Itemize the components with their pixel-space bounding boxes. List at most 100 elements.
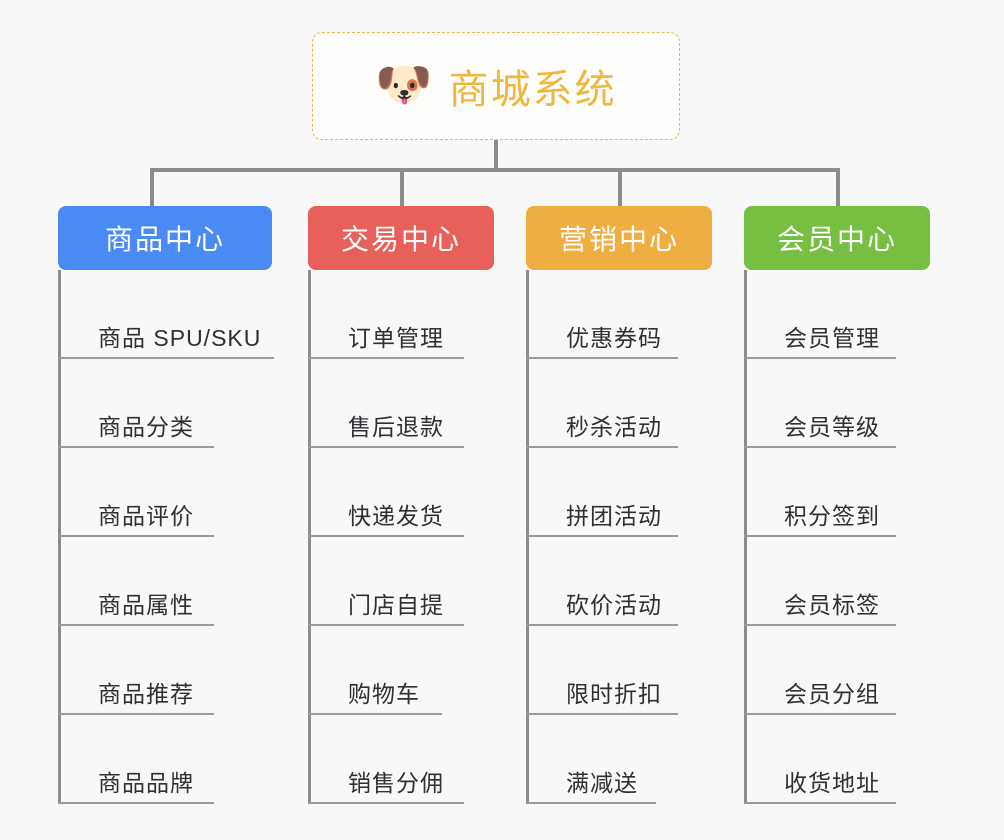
list-item-label: 会员管理 (784, 325, 880, 351)
branch-items-trade-center: 订单管理 售后退款 快递发货 门店自提 购物车 销售分佣 (308, 270, 494, 804)
branch-trunk (308, 270, 311, 804)
list-item-rule (526, 357, 678, 359)
list-item-label: 满减送 (566, 770, 638, 796)
branch-title: 交易中心 (340, 224, 461, 255)
connector-drop-2 (400, 168, 404, 208)
list-item-label: 订单管理 (348, 325, 444, 351)
list-item-label: 商品 SPU/SKU (98, 325, 262, 351)
list-item[interactable]: 商品推荐 (58, 626, 272, 715)
list-item[interactable]: 商品分类 (58, 359, 272, 448)
connector-drop-4 (836, 168, 840, 208)
branch-member-center: 会员中心 会员管理 会员等级 积分签到 会员标签 会员分组 (744, 206, 930, 804)
branch-items-member-center: 会员管理 会员等级 积分签到 会员标签 会员分组 收货地址 (744, 270, 930, 804)
list-item[interactable]: 满减送 (526, 715, 712, 804)
branch-product-center: 商品中心 商品 SPU/SKU 商品分类 商品评价 商品属性 商品推荐 (58, 206, 274, 804)
list-item[interactable]: 收货地址 (744, 715, 930, 804)
list-item-label: 优惠券码 (566, 325, 662, 351)
list-item-label: 积分签到 (784, 503, 880, 529)
list-item[interactable]: 门店自提 (308, 537, 494, 626)
list-item-rule (308, 713, 442, 715)
list-item-label: 商品品牌 (98, 770, 194, 796)
connector-root-stem (494, 140, 498, 172)
list-item[interactable]: 限时折扣 (526, 626, 712, 715)
connector-horizontal-bus (150, 168, 838, 172)
branch-items-product-center: 商品 SPU/SKU 商品分类 商品评价 商品属性 商品推荐 商品品牌 (58, 270, 274, 804)
list-item[interactable]: 商品评价 (58, 448, 272, 537)
list-item-label: 拼团活动 (566, 503, 662, 529)
list-item-rule (58, 713, 214, 715)
list-item-rule (58, 446, 214, 448)
list-item-rule (744, 713, 896, 715)
list-item-rule (308, 802, 464, 804)
list-item-rule (308, 624, 464, 626)
list-item-label: 会员标签 (784, 592, 880, 618)
connector-drop-1 (150, 168, 154, 208)
list-item[interactable]: 销售分佣 (308, 715, 494, 804)
list-item-rule (308, 446, 464, 448)
list-item-rule (744, 535, 896, 537)
list-item-rule (526, 446, 678, 448)
root-node[interactable]: 🐶 商城系统 (312, 32, 680, 140)
list-item[interactable]: 会员分组 (744, 626, 930, 715)
branch-title: 会员中心 (776, 224, 897, 255)
branch-trunk (58, 270, 61, 804)
list-item[interactable]: 积分签到 (744, 448, 930, 537)
list-item-rule (744, 446, 896, 448)
list-item-label: 销售分佣 (348, 770, 444, 796)
list-item[interactable]: 秒杀活动 (526, 359, 712, 448)
list-item-rule (308, 357, 464, 359)
branch-title: 营销中心 (558, 224, 679, 255)
list-item-rule (744, 357, 896, 359)
list-item-rule (58, 535, 214, 537)
list-item-rule (526, 713, 678, 715)
list-item[interactable]: 商品 SPU/SKU (58, 270, 274, 359)
list-item-label: 购物车 (348, 681, 420, 707)
list-item[interactable]: 购物车 (308, 626, 494, 715)
list-item-label: 收货地址 (784, 770, 880, 796)
list-item[interactable]: 订单管理 (308, 270, 494, 359)
list-item-label: 秒杀活动 (566, 414, 662, 440)
root-title: 商城系统 (448, 68, 617, 112)
branch-trade-center: 交易中心 订单管理 售后退款 快递发货 门店自提 购物车 (308, 206, 494, 804)
list-item-label: 门店自提 (348, 592, 444, 618)
list-item[interactable]: 拼团活动 (526, 448, 712, 537)
list-item[interactable]: 商品属性 (58, 537, 272, 626)
list-item-rule (744, 624, 896, 626)
list-item[interactable]: 会员标签 (744, 537, 930, 626)
branch-header-marketing-center[interactable]: 营销中心 (526, 206, 712, 270)
list-item-rule (58, 802, 214, 804)
branch-items-marketing-center: 优惠券码 秒杀活动 拼团活动 砍价活动 限时折扣 满减送 (526, 270, 712, 804)
list-item-rule (526, 624, 678, 626)
branch-header-trade-center[interactable]: 交易中心 (308, 206, 494, 270)
list-item-label: 会员分组 (784, 681, 880, 707)
list-item-rule (308, 535, 464, 537)
list-item-label: 商品分类 (98, 414, 194, 440)
list-item[interactable]: 售后退款 (308, 359, 494, 448)
list-item-rule (526, 802, 656, 804)
list-item[interactable]: 会员管理 (744, 270, 930, 359)
branch-marketing-center: 营销中心 优惠券码 秒杀活动 拼团活动 砍价活动 限时折扣 (526, 206, 712, 804)
list-item-label: 售后退款 (348, 414, 444, 440)
list-item[interactable]: 会员等级 (744, 359, 930, 448)
list-item[interactable]: 快递发货 (308, 448, 494, 537)
branch-title: 商品中心 (104, 224, 225, 255)
list-item-rule (58, 357, 274, 359)
list-item-label: 限时折扣 (566, 681, 662, 707)
list-item-rule (744, 802, 896, 804)
list-item-label: 会员等级 (784, 414, 880, 440)
list-item-label: 快递发货 (348, 503, 444, 529)
list-item-label: 商品评价 (98, 503, 194, 529)
list-item[interactable]: 砍价活动 (526, 537, 712, 626)
list-item[interactable]: 商品品牌 (58, 715, 272, 804)
list-item[interactable]: 优惠券码 (526, 270, 712, 359)
list-item-label: 商品推荐 (98, 681, 194, 707)
branch-header-product-center[interactable]: 商品中心 (58, 206, 272, 270)
branch-trunk (526, 270, 529, 804)
branch-header-member-center[interactable]: 会员中心 (744, 206, 930, 270)
connector-drop-3 (618, 168, 622, 208)
dog-face-icon: 🐶 (375, 58, 433, 110)
list-item-rule (58, 624, 214, 626)
branch-trunk (744, 270, 747, 804)
list-item-label: 砍价活动 (566, 592, 662, 618)
